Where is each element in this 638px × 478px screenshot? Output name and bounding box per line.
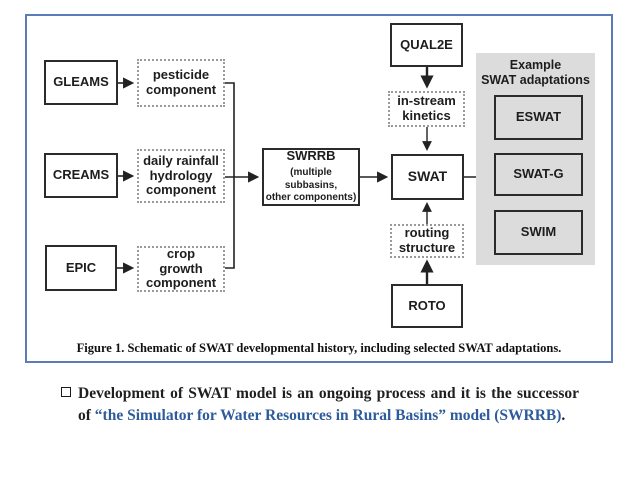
node-in-stream-kinetics: in-stream kinetics (388, 91, 465, 127)
bullet-text-black-1: Development of SWAT model is an ongoing … (78, 385, 579, 424)
bullet-text-black-2: . (561, 406, 566, 424)
node-swrrb: SWRRB (multiple subbasins, other compone… (262, 148, 360, 206)
node-routing-structure: routing structure (390, 224, 464, 258)
node-qual2e: QUAL2E (390, 23, 463, 67)
figure-caption: Figure 1. Schematic of SWAT developmenta… (76, 341, 562, 355)
node-creams: CREAMS (44, 153, 118, 198)
square-bullet-icon (61, 387, 71, 397)
adaptations-panel-title: Example SWAT adaptations (481, 58, 590, 87)
node-epic: EPIC (45, 245, 117, 291)
swrrb-title: SWRRB (286, 148, 336, 164)
figure-frame: Example SWAT adaptations GLEAMS CREAMS E… (25, 14, 613, 363)
node-pesticide-component: pesticide component (137, 59, 225, 107)
bullet-paragraph: Development of SWAT model is an ongoing … (61, 383, 579, 426)
node-eswat: ESWAT (494, 95, 583, 140)
bullet-text: Development of SWAT model is an ongoing … (61, 383, 579, 426)
node-swat: SWAT (391, 154, 464, 200)
node-gleams: GLEAMS (44, 60, 118, 105)
node-daily-rainfall-component: daily rainfall hydrology component (137, 149, 225, 203)
swrrb-subtitle: (multiple subbasins, other components) (265, 167, 357, 204)
bullet-text-blue: “the Simulator for Water Resources in Ru… (94, 406, 562, 424)
node-swim: SWIM (494, 210, 583, 255)
node-swat-g: SWAT-G (494, 153, 583, 196)
node-roto: ROTO (391, 284, 463, 328)
node-crop-growth-component: crop growth component (137, 246, 225, 292)
